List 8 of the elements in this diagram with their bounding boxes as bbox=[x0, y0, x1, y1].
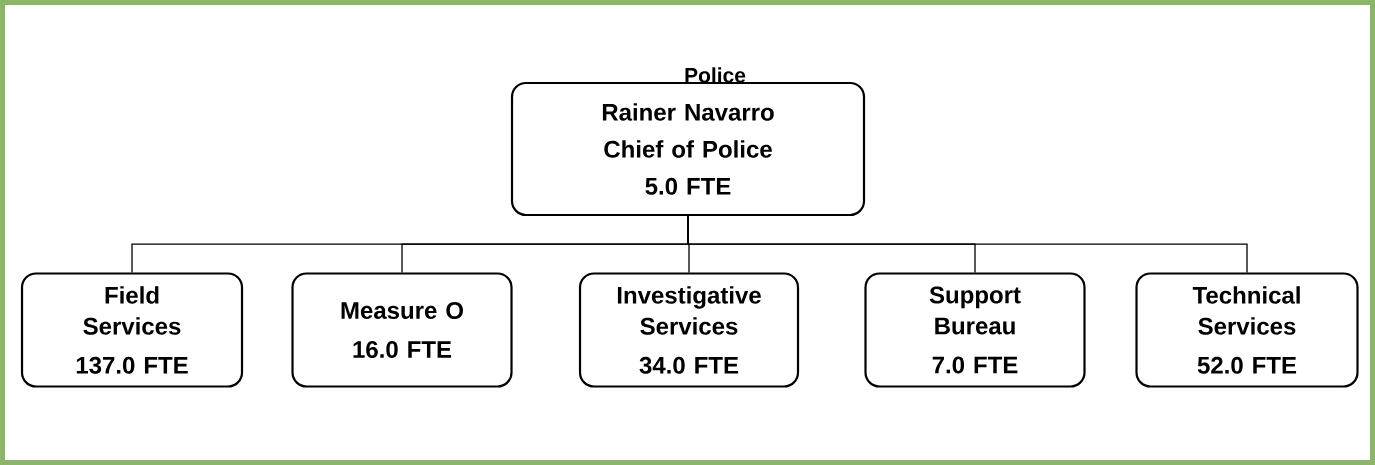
org-box: Investigative Services 34.0 FTE bbox=[578, 272, 800, 388]
org-box: Rainer Navarro Chief of Police 5.0 FTE bbox=[510, 81, 866, 217]
org-box: Support Bureau 7.0 FTE bbox=[864, 272, 1086, 388]
title: Police bbox=[685, 67, 746, 83]
connector-line bbox=[687, 215, 1248, 274]
org-box: Technical Services 52.0 FTE bbox=[1135, 272, 1359, 388]
org-box: Measure O 16.0 FTE bbox=[291, 272, 513, 388]
org-box: Field Services 137.0 FTE bbox=[20, 272, 244, 388]
